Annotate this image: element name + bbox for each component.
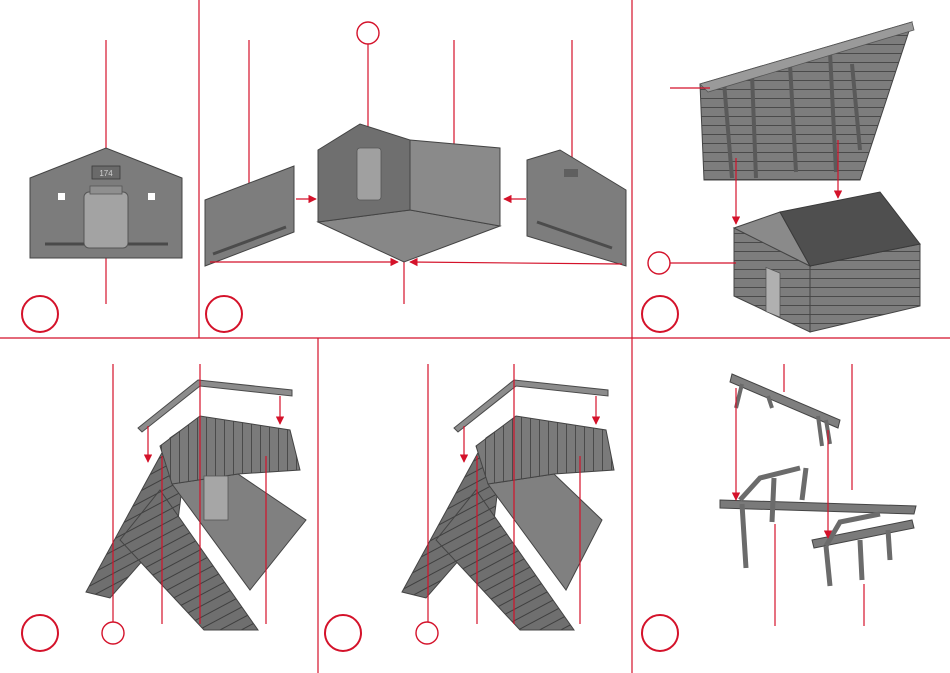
step-badge-4 [22,615,58,651]
step-badge-2 [206,296,242,332]
callout-circle [416,622,438,644]
panel-2 [205,22,626,332]
callout-circle [648,252,670,274]
panel-5 [325,364,614,651]
window-opening [148,193,155,200]
gable-number-text: 174 [99,169,113,178]
step-badge-5 [325,615,361,651]
window-opening [58,193,65,200]
door-part [766,267,780,317]
house-floor-interior [476,416,614,484]
trestle-left-legs [740,468,806,568]
step-badge-3 [642,296,678,332]
step-badge-1 [22,296,58,332]
panel-3 [642,22,920,332]
trestle-right-legs [826,514,890,586]
door-part [84,192,128,248]
door-part [357,148,381,200]
trestle-left [720,500,916,514]
top-beam [730,374,840,428]
panel-1: 174 [22,40,182,332]
wall-sign [564,169,578,177]
house-floor-interior [160,416,300,484]
door-part [204,476,228,520]
step-badge-6 [642,615,678,651]
panel-6 [642,364,916,651]
callout-circle [102,622,124,644]
door-frame-top [90,186,122,194]
callout-circle [357,22,379,44]
panel-4 [22,364,306,651]
arrow [410,262,622,264]
